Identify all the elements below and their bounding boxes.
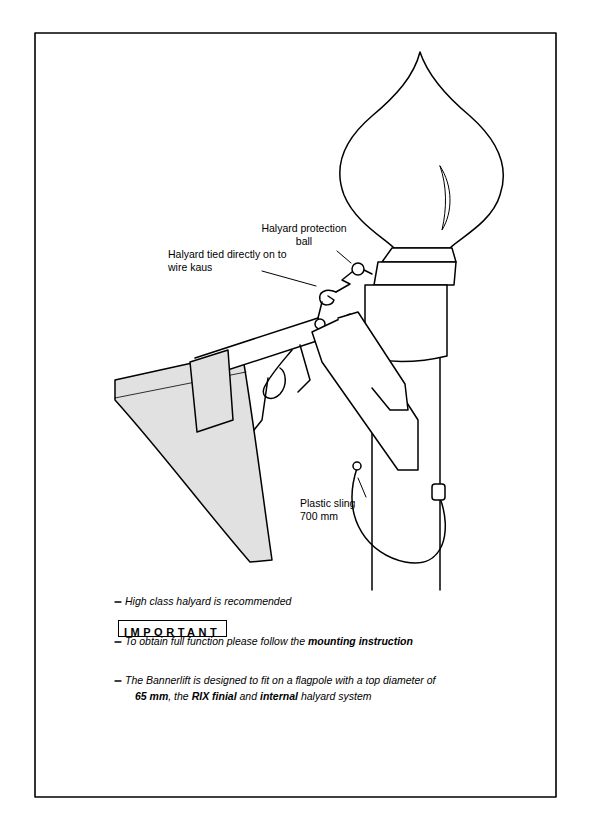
note-line: internal (260, 690, 298, 702)
frame (35, 33, 556, 797)
halyard (364, 270, 372, 274)
finial (340, 52, 503, 248)
bracket-lever (338, 312, 408, 410)
finial-highlight (440, 166, 450, 230)
halyard-knot (336, 272, 352, 292)
leader-line (262, 271, 316, 286)
flagpole (439, 358, 441, 590)
callout-label-group: Plastic sling 700 mm (300, 497, 372, 522)
callout-label-group: Halyard protection ball (254, 222, 354, 247)
bullet-dash (115, 680, 121, 681)
note-line: mounting instruction (308, 635, 413, 647)
callout-label: Plastic sling 700 mm (300, 497, 355, 522)
note-line-group: 65 mm, the RIX finialandinternalhalyard s… (135, 690, 371, 703)
bullet-dash (115, 601, 121, 602)
note-line: halyard system (301, 690, 372, 702)
bullet-dash (115, 641, 121, 642)
wire-kaus-link (318, 302, 322, 318)
note-line: High class halyard is recommended (125, 595, 291, 607)
sling-eye (353, 462, 361, 470)
note-line: , the (168, 690, 188, 702)
banner-clip (254, 378, 268, 430)
note-line: The Bannerlift is designed to fit on a f… (125, 674, 436, 686)
note-line: RIX finial (192, 690, 237, 702)
sling-stopper (432, 484, 445, 500)
finial-collar (374, 262, 456, 285)
finial-neck (382, 248, 456, 262)
note-line-group: The Bannerlift is designed to fit on a f… (125, 674, 436, 687)
note-line: and (240, 690, 258, 702)
note-line: 65 mm (135, 690, 168, 702)
notice-box: IMPORTANT (118, 620, 227, 637)
bracket-link (298, 345, 310, 392)
plastic-sling (352, 468, 445, 563)
banner-strap (190, 350, 233, 432)
note-line-group: To obtain full function please follow th… (125, 635, 413, 648)
leader-line (337, 251, 351, 263)
callout-label: Halyard protection ball (261, 222, 346, 247)
callout-label: Halyard tied directly on to wire kaus (168, 248, 286, 273)
note-line: To obtain full function please follow th… (125, 635, 305, 647)
snap-hook (263, 350, 292, 398)
halyard-protection-ball (352, 263, 364, 275)
leader-line (358, 478, 366, 497)
callout-label-group: Halyard tied directly on to wire kaus (168, 248, 290, 273)
note-line-group: High class halyard is recommended (125, 595, 291, 608)
